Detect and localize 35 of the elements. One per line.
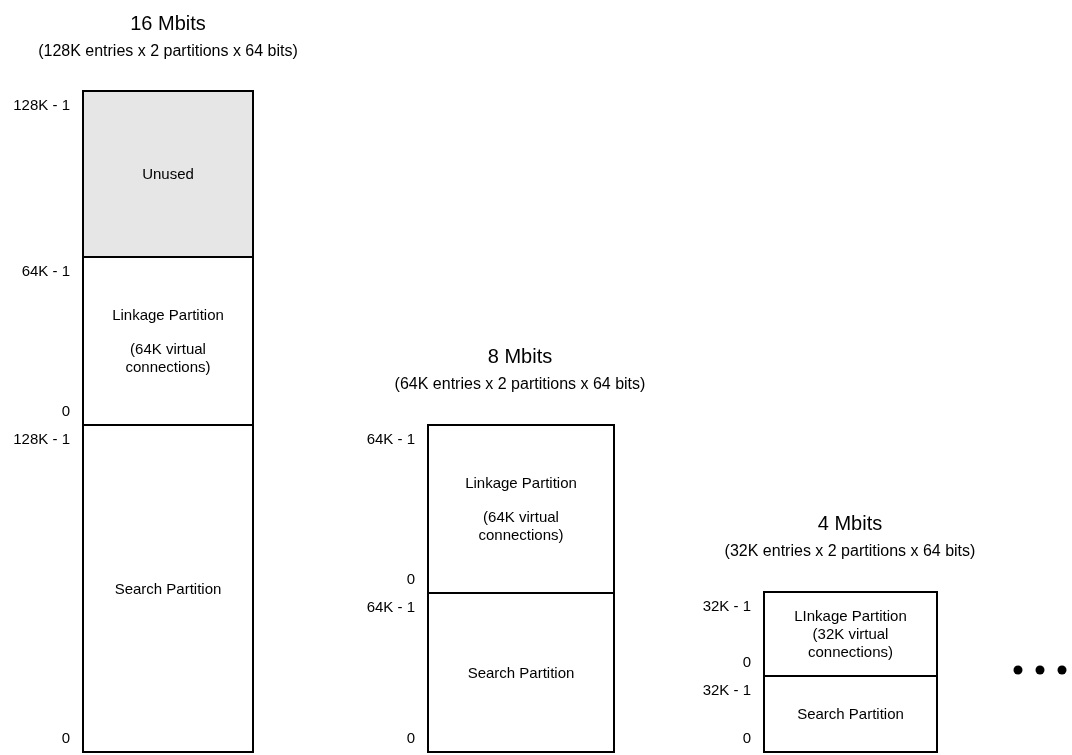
address-label: 0 [405, 570, 415, 587]
address-label: 0 [60, 729, 70, 746]
partition-label: Search Partition [797, 705, 904, 723]
partition-label: LInkage Partition (32K virtual connections) [793, 607, 908, 661]
unused-memory-block [82, 90, 254, 258]
memory-partition-block [763, 675, 938, 753]
partition-note: (64K virtual connections) [124, 340, 212, 376]
address-label: 64K - 1 [365, 598, 415, 615]
address-label: 0 [741, 653, 751, 670]
partition-note: (64K virtual connections) [477, 508, 565, 544]
address-label: 0 [741, 729, 751, 746]
partition-label: Linkage Partition [465, 474, 577, 492]
address-label: 32K - 1 [701, 681, 751, 698]
partition-label: Linkage Partition [112, 306, 224, 324]
partition-label: Search Partition [467, 663, 575, 682]
memory-partition-block [82, 256, 254, 426]
capacity-heading: 8 Mbits [486, 345, 554, 368]
address-label: 128K - 1 [12, 96, 70, 113]
address-label: 32K - 1 [701, 597, 751, 614]
address-label: 0 [405, 729, 415, 746]
capacity-heading: 4 Mbits [816, 512, 884, 535]
capacity-subheading: (128K entries x 2 partitions x 64 bits) [37, 42, 299, 60]
memory-partition-block [82, 424, 254, 753]
memory-partition-block [763, 591, 938, 677]
address-label: 64K - 1 [365, 430, 415, 447]
address-label: 64K - 1 [20, 262, 70, 279]
partition-label: Unused [142, 165, 194, 183]
capacity-subheading: (64K entries x 2 partitions x 64 bits) [393, 375, 647, 393]
address-label: 0 [60, 402, 70, 419]
capacity-heading: 16 Mbits [129, 12, 207, 35]
memory-partition-block [427, 592, 615, 753]
partition-label: Search Partition [114, 579, 222, 598]
memory-partition-block [427, 424, 615, 594]
address-label: 128K - 1 [12, 430, 70, 447]
capacity-subheading: (32K entries x 2 partitions x 64 bits) [723, 542, 977, 560]
